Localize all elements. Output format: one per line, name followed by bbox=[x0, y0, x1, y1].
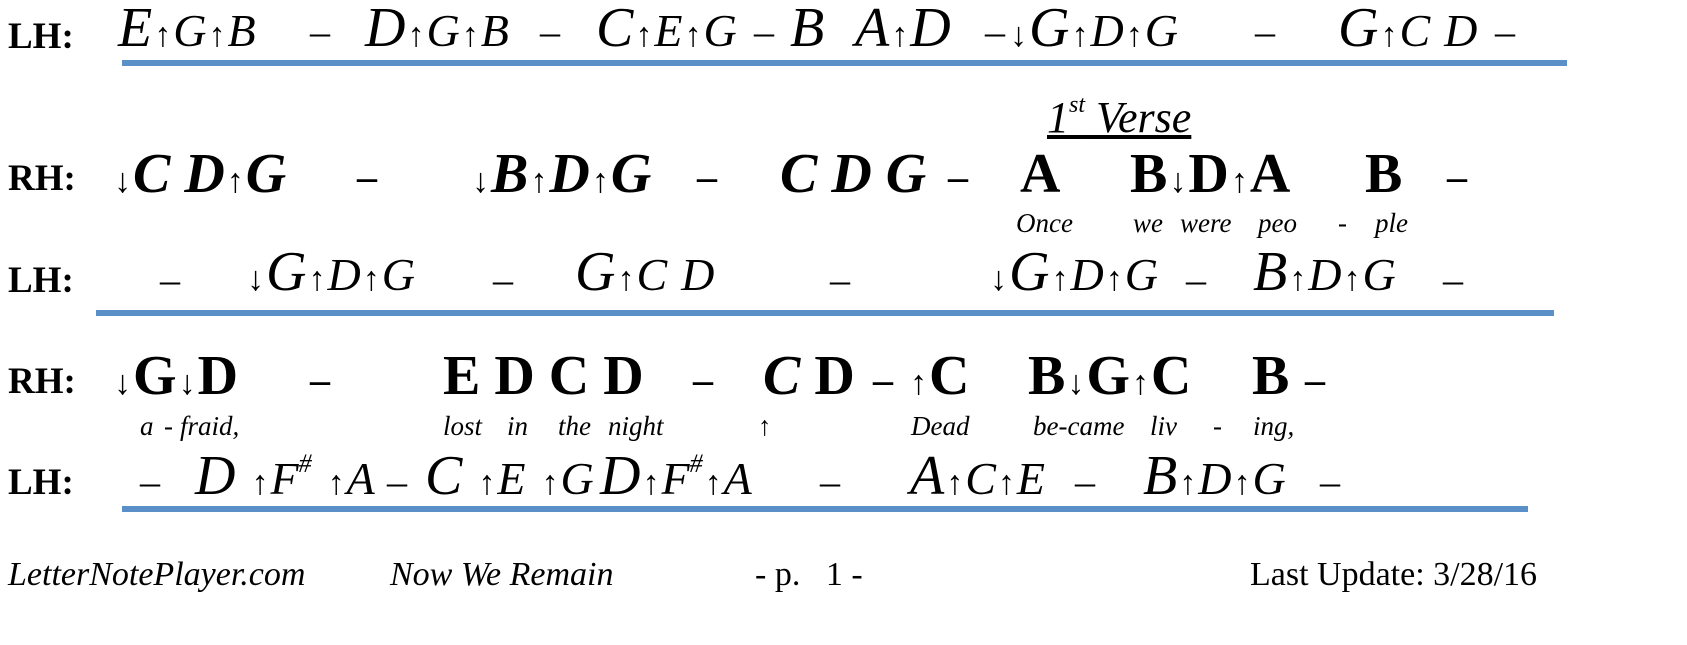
lyric: - bbox=[164, 411, 173, 441]
dash: – bbox=[1495, 9, 1515, 54]
hand-label-lh-1: LH: bbox=[8, 16, 74, 57]
lyric: Dead bbox=[911, 411, 970, 441]
dash: – bbox=[387, 459, 407, 504]
hand-label-rh-2: RH: bbox=[8, 361, 76, 402]
hand-label-lh-3: LH: bbox=[8, 462, 74, 503]
chord-g-d-g: ↓G↑D↑G bbox=[247, 241, 415, 303]
chord-g-d-g: ↓G↑D↑G bbox=[1010, 0, 1178, 59]
footer-site: LetterNotePlayer.com bbox=[8, 556, 306, 593]
lyric: fraid, bbox=[180, 411, 240, 441]
chord-d-g-b: D↑G↑B bbox=[365, 0, 509, 59]
notes-g-d: ↓G↓D bbox=[114, 345, 239, 407]
lyric: night bbox=[608, 411, 664, 441]
footer-last-update: Last Update: 3/28/16 bbox=[1250, 556, 1538, 593]
note-b: B bbox=[1365, 143, 1403, 205]
dash: – bbox=[820, 459, 840, 504]
lyric: Once bbox=[1016, 208, 1073, 238]
lyric: liv bbox=[1150, 411, 1177, 441]
chord-cdg: C D G bbox=[780, 143, 927, 205]
dash: – bbox=[873, 357, 893, 402]
verse-heading: 1st Verse bbox=[1047, 92, 1192, 142]
dash: – bbox=[1186, 257, 1206, 302]
dash: – bbox=[1443, 257, 1463, 302]
dash: – bbox=[697, 154, 717, 199]
chord-g-d-g: ↓G↑D↑G bbox=[990, 241, 1158, 303]
lyric: - bbox=[1338, 208, 1347, 238]
note-b: B bbox=[1252, 345, 1290, 407]
lyric: ing, bbox=[1253, 411, 1295, 441]
chord-e-g-b: E↑G↑B bbox=[118, 0, 256, 59]
lyric: the bbox=[558, 411, 591, 441]
dash: – bbox=[693, 357, 713, 402]
lyric: were bbox=[1180, 208, 1232, 238]
chord-g-c-d: G↑C D bbox=[1338, 0, 1478, 59]
dash: – bbox=[985, 9, 1005, 54]
dash: – bbox=[1305, 357, 1325, 402]
dash: – bbox=[540, 9, 560, 54]
lyric: lost bbox=[443, 411, 483, 441]
chord-c-e-g: C↑E↑G bbox=[596, 0, 737, 59]
chord-b-d-g: ↓B↑D↑G bbox=[472, 143, 652, 205]
chord-c-d-g: ↓C D↑G bbox=[114, 143, 287, 205]
footer-page-number: - p. 1 - bbox=[755, 556, 863, 593]
note-c-up: ↑C bbox=[910, 345, 970, 407]
lyric: be-came bbox=[1033, 411, 1125, 441]
hand-label-lh-2: LH: bbox=[8, 260, 74, 301]
notes-b-g-c: B↓G↑C bbox=[1028, 345, 1192, 407]
lyric: - bbox=[1213, 411, 1222, 441]
chord-c-e-g: C ↑E ↑G bbox=[425, 445, 594, 507]
dash: – bbox=[357, 154, 377, 199]
dash: – bbox=[948, 154, 968, 199]
chord-g-c-d: G↑C D bbox=[575, 241, 715, 303]
dash: – bbox=[1320, 459, 1340, 504]
chord-b-d-g: B↑D↑G bbox=[1143, 445, 1286, 507]
notes-b-d-a: B↓D↑A bbox=[1130, 143, 1291, 205]
chord-d-fsharp-a: D↑F#↑A bbox=[600, 445, 752, 507]
dash: – bbox=[830, 257, 850, 302]
notes-edcd: E D C D bbox=[443, 345, 644, 407]
staff-rule bbox=[122, 60, 1567, 66]
note-b: B bbox=[790, 0, 825, 59]
lyric: ple bbox=[1375, 208, 1408, 238]
footer-title: Now We Remain bbox=[390, 556, 614, 593]
chord-b-d-g: B↑D↑G bbox=[1253, 241, 1396, 303]
lyric: we bbox=[1133, 208, 1163, 238]
chord-a-d: A↑D bbox=[855, 0, 951, 59]
chord-d-fsharp-a: D ↑F# ↑A bbox=[195, 445, 375, 507]
dash: – bbox=[1447, 154, 1467, 199]
staff-rule bbox=[96, 310, 1554, 316]
lyric: ↑ bbox=[758, 411, 772, 441]
notes-c-d: C D bbox=[763, 345, 855, 407]
dash: – bbox=[160, 257, 180, 302]
dash: – bbox=[310, 9, 330, 54]
hand-label-rh-1: RH: bbox=[8, 158, 76, 199]
note-a: A bbox=[1020, 143, 1061, 205]
chord-a-c-e: A↑C↑E bbox=[910, 445, 1046, 507]
lyric: in bbox=[507, 411, 529, 441]
lyric: peo bbox=[1258, 208, 1297, 238]
lyric: a bbox=[140, 411, 154, 441]
dash: – bbox=[310, 357, 330, 402]
dash: – bbox=[754, 9, 774, 54]
dash: – bbox=[493, 257, 513, 302]
dash: – bbox=[1255, 9, 1275, 54]
staff-rule bbox=[122, 506, 1528, 512]
dash: – bbox=[140, 459, 160, 504]
dash: – bbox=[1075, 459, 1095, 504]
